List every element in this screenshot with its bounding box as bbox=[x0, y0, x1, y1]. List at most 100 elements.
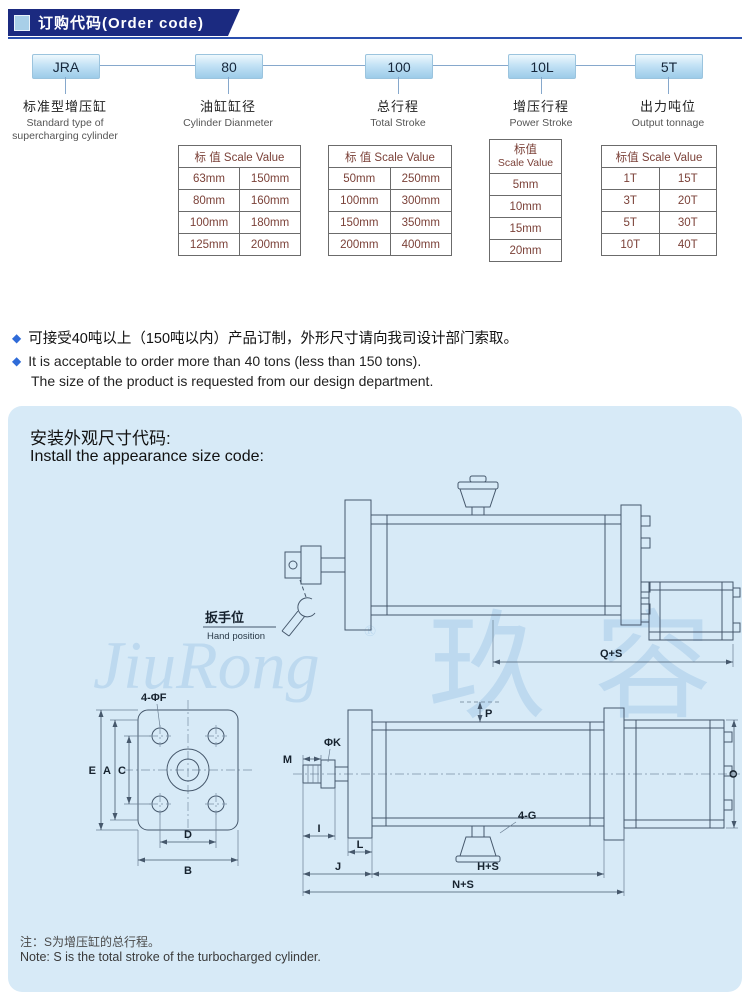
dim-label-h-s: H+S bbox=[477, 861, 499, 873]
table-header-en: Scale Value bbox=[497, 157, 554, 170]
table-cell: 180mm bbox=[239, 211, 301, 234]
dim-label-l: L bbox=[357, 839, 364, 851]
segment-label-en: Standard type of supercharging cylinder bbox=[12, 117, 118, 143]
table-cell: 200mm bbox=[239, 233, 301, 256]
table-cell: 40T bbox=[658, 233, 717, 256]
hand-position-label-cn: 扳手位 bbox=[205, 610, 244, 625]
segment-label-en: Cylinder Dianmeter bbox=[183, 117, 273, 129]
segment-label-bore: 油缸缸径 Cylinder Dianmeter bbox=[168, 96, 288, 130]
dim-label-a: A bbox=[103, 765, 111, 777]
dim-label-c: C bbox=[118, 765, 126, 777]
table-cell: 250mm bbox=[389, 167, 452, 190]
oil-cup-bottom bbox=[455, 825, 501, 863]
order-code-power-stroke: 10L bbox=[508, 54, 576, 79]
table-header: 标 值 Scale Value bbox=[178, 145, 301, 168]
segment-label-en: Total Stroke bbox=[370, 117, 426, 129]
order-code-tonnage: 5T bbox=[635, 54, 703, 79]
install-size-panel: 安装外观尺寸代码: Install the appearance size co… bbox=[8, 406, 742, 992]
table-cell: 3T bbox=[601, 189, 660, 212]
hand-position-callout: 扳手位 Hand position bbox=[203, 579, 316, 642]
drop-line bbox=[398, 77, 399, 94]
table-header: 标 值 Scale Value bbox=[328, 145, 452, 168]
table-cell: 125mm bbox=[178, 233, 240, 256]
table-cell: 15T bbox=[658, 167, 717, 190]
order-code-bore: 80 bbox=[195, 54, 263, 79]
table-cell: 10T bbox=[601, 233, 660, 256]
table-cell: 80mm bbox=[178, 189, 240, 212]
order-note-en-text1: It is acceptable to order more than 40 t… bbox=[28, 353, 422, 369]
table-cell: 200mm bbox=[328, 233, 391, 256]
order-note-en-text2: The size of the product is requested fro… bbox=[31, 373, 434, 389]
panel-note-en: Note: S is the total stroke of the turbo… bbox=[20, 950, 321, 964]
dimension-drawings: JiuRong ® 玖容 bbox=[89, 475, 742, 896]
oil-cup-top bbox=[457, 475, 499, 516]
order-note-en-line2: The size of the product is requested fro… bbox=[31, 373, 433, 389]
table-cell: 350mm bbox=[389, 211, 452, 234]
segment-label-jra: 标准型增压缸 Standard type of supercharging cy… bbox=[9, 96, 121, 143]
dim-label-q-s: Q+S bbox=[600, 648, 622, 660]
drop-line bbox=[228, 77, 229, 94]
dim-label-4-g: 4-G bbox=[518, 810, 536, 822]
segment-label-power-stroke: 增压行程 Power Stroke bbox=[481, 96, 601, 130]
drop-line bbox=[65, 77, 66, 94]
table-cell: 100mm bbox=[178, 211, 240, 234]
table-cell: 5T bbox=[601, 211, 660, 234]
page-title: 订购代码(Order code) bbox=[38, 15, 205, 32]
dim-label-m: M bbox=[283, 754, 292, 766]
power-stroke-table: 标值 Scale Value 5mm 10mm 15mm 20mm bbox=[489, 139, 562, 262]
segment-label-cn: 出力吨位 bbox=[639, 99, 696, 114]
segment-label-cn: 增压行程 bbox=[512, 99, 569, 114]
header-divider bbox=[8, 37, 742, 39]
hand-position-label-en: Hand position bbox=[207, 631, 265, 642]
segment-label-stroke: 总行程 Total Stroke bbox=[338, 96, 458, 130]
watermark-cn-text: 玖容 bbox=[428, 603, 742, 734]
dim-label-o: O bbox=[728, 769, 740, 778]
table-cell: 160mm bbox=[239, 189, 301, 212]
order-note-cn-text: 可接受40吨以上（150吨以内）产品订制，外形尺寸请向我司设计部门索取。 bbox=[28, 331, 519, 347]
segment-label-en: Output tonnage bbox=[631, 117, 705, 129]
diamond-bullet-icon: ◆ bbox=[12, 354, 22, 368]
side-view-dimension-drawing: M ΦK P bbox=[283, 701, 740, 896]
diamond-bullet-icon: ◆ bbox=[12, 331, 22, 345]
flange-front-view-drawing: 4-ΦF E A C D B bbox=[89, 692, 252, 877]
table-cell: 20mm bbox=[489, 239, 562, 262]
segment-label-cn: 油缸缸径 bbox=[199, 99, 256, 114]
table-cell: 400mm bbox=[389, 233, 452, 256]
segment-label-en: Power Stroke bbox=[509, 117, 573, 129]
order-note-en-line1: ◆ It is acceptable to order more than 40 … bbox=[12, 353, 421, 369]
dim-label-i: I bbox=[317, 823, 320, 835]
dim-label-b: B bbox=[184, 865, 192, 877]
table-cell: 150mm bbox=[239, 167, 301, 190]
dim-label-phi-k: ΦK bbox=[324, 737, 341, 749]
table-cell: 10mm bbox=[489, 195, 562, 218]
dim-label-4-phi-f: 4-ΦF bbox=[141, 692, 167, 704]
registered-mark-icon: ® bbox=[364, 623, 376, 640]
panel-title-en: Install the appearance size code: bbox=[30, 448, 264, 465]
table-cell: 50mm bbox=[328, 167, 391, 190]
table-cell: 30T bbox=[658, 211, 717, 234]
table-cell: 5mm bbox=[489, 173, 562, 196]
segment-label-cn: 标准型增压缸 bbox=[22, 99, 107, 114]
table-cell: 1T bbox=[601, 167, 660, 190]
dim-label-p: P bbox=[485, 708, 492, 720]
booster-cylinder-drawing bbox=[641, 581, 741, 641]
panel-title-cn: 安装外观尺寸代码: bbox=[30, 429, 171, 448]
table-header-cn: 标值 bbox=[514, 143, 537, 156]
table-cell: 300mm bbox=[389, 189, 452, 212]
table-cell: 150mm bbox=[328, 211, 391, 234]
table-cell: 100mm bbox=[328, 189, 391, 212]
table-cell: 20T bbox=[658, 189, 717, 212]
ribbon-square-icon bbox=[14, 15, 30, 31]
wrench-icon bbox=[281, 597, 316, 637]
dim-label-d: D bbox=[184, 829, 192, 841]
table-header: 标值 Scale Value bbox=[601, 145, 717, 168]
order-code-stroke: 100 bbox=[365, 54, 433, 79]
segment-label-tonnage: 出力吨位 Output tonnage bbox=[608, 96, 728, 130]
segment-label-cn: 总行程 bbox=[376, 99, 419, 114]
table-cell: 63mm bbox=[178, 167, 240, 190]
drop-line bbox=[541, 77, 542, 94]
